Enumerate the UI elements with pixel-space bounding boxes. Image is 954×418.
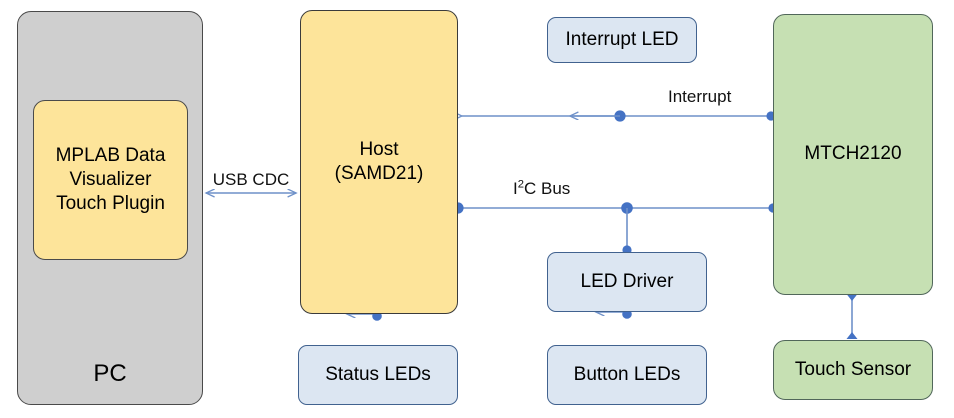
node-status-leds[interactable]: Status LEDs — [298, 345, 458, 405]
edge-label-i2c-superscript: 2 — [517, 178, 524, 191]
node-touch-sensor[interactable]: Touch Sensor — [773, 340, 933, 400]
node-status-leds-label: Status LEDs — [325, 363, 431, 385]
node-mplab-label-line1: MPLAB Data — [55, 144, 166, 166]
node-host-label-line2: (SAMD21) — [334, 163, 424, 184]
connector-i2c-bus — [452, 202, 778, 255]
edge-label-i2c-prefix: I — [513, 179, 518, 198]
node-pc-label: PC — [93, 360, 127, 388]
connector-interrupt — [462, 110, 776, 122]
edge-label-i2c-suffix: C Bus — [523, 179, 571, 198]
node-mplab-label-line3: Touch Plugin — [56, 193, 165, 215]
edge-label-usb-line1: USB — [212, 170, 248, 189]
node-touch-sensor-label: Touch Sensor — [794, 358, 912, 380]
node-mtch2120-label: MTCH2120 — [804, 143, 902, 165]
node-led-driver[interactable]: LED Driver — [547, 252, 707, 312]
node-button-leds-label: Button LEDs — [573, 363, 681, 385]
node-led-driver-label: LED Driver — [580, 270, 674, 292]
node-host-samd21[interactable]: Host (SAMD21) — [300, 10, 458, 314]
node-mtch2120[interactable]: MTCH2120 — [773, 14, 933, 295]
edge-label-usb-line2: CDC — [252, 170, 290, 189]
node-interrupt-led[interactable]: Interrupt LED — [547, 17, 697, 63]
node-mplab-label-line2: Visualizer — [69, 168, 152, 190]
node-interrupt-led-label: Interrupt LED — [565, 28, 679, 50]
connector-mtch-touch-sensor — [846, 294, 858, 339]
edge-label-usb-cdc: USB CDC — [205, 170, 297, 191]
node-host-label-line1: Host — [359, 138, 399, 160]
node-button-leds[interactable]: Button LEDs — [547, 345, 707, 405]
edge-label-i2c-bus: I2C Bus — [513, 179, 570, 199]
edge-label-interrupt: Interrupt — [668, 87, 732, 106]
node-mplab-data-visualizer-touch-plugin[interactable]: MPLAB Data Visualizer Touch Plugin — [33, 100, 188, 260]
